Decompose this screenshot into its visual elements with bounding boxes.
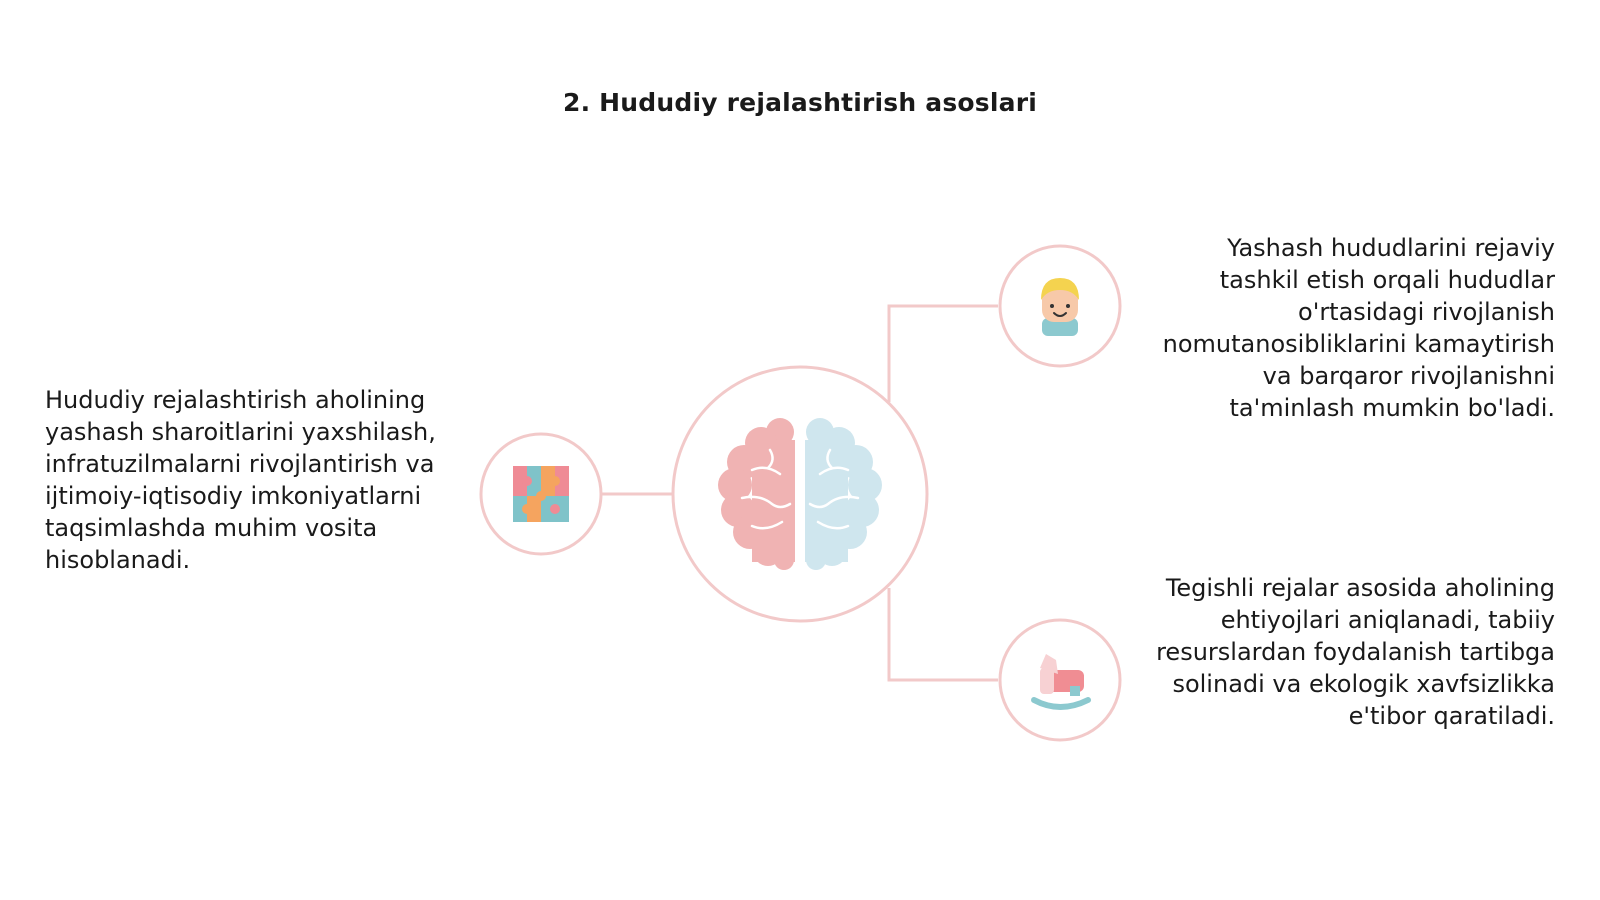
left-description: Hududiy rejalashtirish aholining yashash… bbox=[45, 386, 436, 574]
puzzle-icon bbox=[513, 466, 569, 522]
right-bottom-node bbox=[998, 618, 1122, 742]
right-top-node bbox=[998, 244, 1122, 368]
right-bottom-description: Tegishli rejalar asosida aholining ehtiy… bbox=[1156, 574, 1555, 730]
rocking-horse-icon bbox=[1031, 654, 1091, 710]
left-node bbox=[479, 432, 603, 556]
connector-right-top bbox=[887, 304, 998, 402]
connector-lines bbox=[601, 304, 998, 682]
child-face-icon bbox=[1041, 278, 1079, 336]
center-node bbox=[671, 365, 929, 623]
right-top-description: Yashash hududlarini rejaviy tashkil etis… bbox=[1162, 234, 1555, 422]
brain-icon bbox=[718, 418, 882, 570]
slide-title: 2. Hududiy rejalashtirish asoslari bbox=[562, 88, 1038, 117]
connector-right-bottom bbox=[887, 588, 998, 682]
